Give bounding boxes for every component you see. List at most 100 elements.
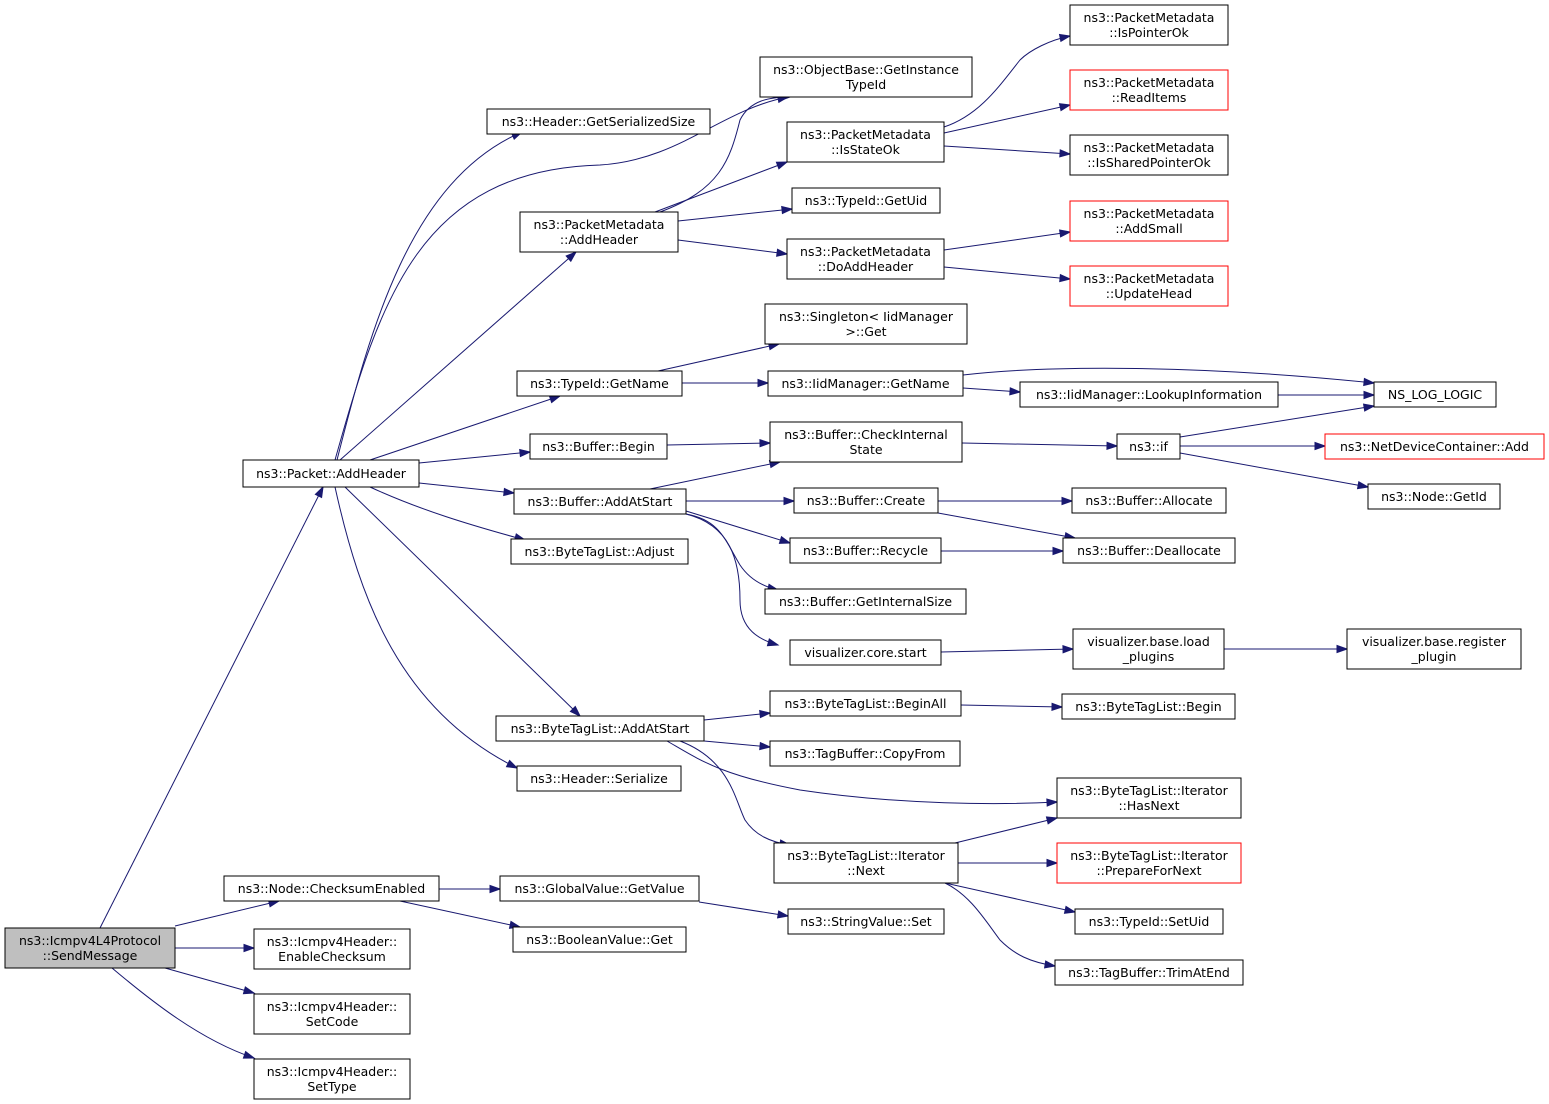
- node-pm_issharedpointerok[interactable]: ns3::PacketMetadata::IsSharedPointerOk: [1069, 134, 1229, 176]
- node-buffer_addatstart[interactable]: ns3::Buffer::AddAtStart: [513, 488, 687, 515]
- node-ns_log_logic[interactable]: NS_LOG_LOGIC: [1373, 381, 1497, 408]
- node-globalvalue_getvalue[interactable]: ns3::GlobalValue::GetValue: [499, 875, 700, 902]
- node-box: [510, 538, 689, 565]
- edge-buffer_begin-to-buffer_checkinternalstate: [666, 442, 771, 446]
- node-tagbuffer_trimatend[interactable]: ns3::TagBuffer::TrimAtEnd: [1054, 959, 1244, 986]
- node-box: [1074, 908, 1224, 935]
- node-pm_addheader[interactable]: ns3::PacketMetadata::AddHeader: [519, 211, 679, 253]
- arrowhead-pm_addheader-to-typeid_getuid: [781, 205, 794, 215]
- node-stringvalue_set[interactable]: ns3::StringValue::Set: [787, 908, 945, 935]
- node-label: ns3::Icmpv4Header::: [267, 1064, 398, 1079]
- node-singleton_get[interactable]: ns3::Singleton< IidManager>::Get: [764, 303, 968, 345]
- arrowhead-buffer_checkinternalstate-to-ns3_if: [1106, 441, 1119, 451]
- node-label: ns3::ByteTagList::Adjust: [525, 544, 675, 559]
- node-buffer_create[interactable]: ns3::Buffer::Create: [793, 487, 939, 514]
- node-box: [793, 487, 939, 514]
- edge-btl_iterator_next-to-btl_iterator_hasnext: [954, 817, 1058, 844]
- node-label: ns3::TypeId::SetUid: [1089, 914, 1210, 929]
- node-box: [786, 121, 945, 163]
- arrowhead-packet_addheader-to-buffer_begin: [519, 448, 532, 458]
- node-label: ns3::IidManager::LookupInformation: [1036, 387, 1262, 402]
- edge-pm_addheader-to-pm_isstateok: [654, 161, 788, 213]
- node-box: [1054, 959, 1244, 986]
- node-box: [769, 740, 961, 767]
- node-box: [1019, 381, 1279, 408]
- node-btl_begin[interactable]: ns3::ByteTagList::Begin: [1061, 693, 1236, 720]
- edge-checksumenabled-to-booleanvalue_get: [399, 900, 521, 928]
- node-label: ns3::PacketMetadata: [1084, 206, 1215, 221]
- node-box: [773, 842, 959, 884]
- edge-pm_isstateok-to-pm_readitems: [943, 104, 1071, 134]
- node-box: [767, 370, 964, 397]
- node-box: [1062, 537, 1236, 564]
- node-node_getid[interactable]: ns3::Node::GetId: [1367, 483, 1501, 510]
- node-netdevicecontainer_add[interactable]: ns3::NetDeviceContainer::Add: [1324, 433, 1545, 460]
- node-visualizer_core_start[interactable]: visualizer.core.start: [789, 639, 942, 666]
- node-pm_doaddheader[interactable]: ns3::PacketMetadata::DoAddHeader: [786, 238, 945, 280]
- node-buffer_begin[interactable]: ns3::Buffer::Begin: [529, 433, 668, 460]
- node-packet_addheader[interactable]: ns3::Packet::AddHeader: [242, 459, 420, 488]
- edge-ns3_if-to-node_getid: [1179, 452, 1369, 488]
- node-typeid_setuid[interactable]: ns3::TypeId::SetUid: [1074, 908, 1224, 935]
- node-btl_iterator_prepareformext[interactable]: ns3::ByteTagList::Iterator::PrepareForNe…: [1056, 842, 1242, 884]
- edge-sendmessage-to-setcode: [164, 967, 255, 994]
- node-label: ns3::Header::GetSerializedSize: [502, 114, 696, 129]
- node-box: [519, 211, 679, 253]
- node-iidmanager_lookupinformation[interactable]: ns3::IidManager::LookupInformation: [1019, 381, 1279, 408]
- node-visualizer_load_plugins[interactable]: visualizer.base.load_plugins: [1072, 628, 1225, 670]
- node-buffer_recycle[interactable]: ns3::Buffer::Recycle: [789, 537, 942, 564]
- node-label: ::IsSharedPointerOk: [1087, 155, 1211, 170]
- edge-sendmessage-to-checksumenabled: [174, 900, 280, 927]
- node-buffer_allocate[interactable]: ns3::Buffer::Allocate: [1071, 487, 1227, 514]
- node-ns3_if[interactable]: ns3::if: [1116, 433, 1181, 460]
- arrowhead-typeid_getname-to-iidmanager_getname: [757, 378, 770, 388]
- node-sendmessage[interactable]: ns3::Icmpv4L4Protocol::SendMessage: [4, 927, 176, 969]
- node-label: ns3::ByteTagList::Iterator: [1070, 848, 1228, 863]
- node-pm_isstateok[interactable]: ns3::PacketMetadata::IsStateOk: [786, 121, 945, 163]
- node-buffer_deallocate[interactable]: ns3::Buffer::Deallocate: [1062, 537, 1236, 564]
- node-label: ns3::IidManager::GetName: [781, 376, 949, 391]
- node-label: ns3::Buffer::AddAtStart: [528, 494, 673, 509]
- node-btl_beginall[interactable]: ns3::ByteTagList::BeginAll: [769, 690, 962, 717]
- node-btl_iterator_hasnext[interactable]: ns3::ByteTagList::Iterator::HasNext: [1056, 777, 1242, 819]
- arrowhead-pm_doaddheader-to-pm_addsmall: [1059, 229, 1072, 238]
- node-label: ns3::NetDeviceContainer::Add: [1340, 439, 1529, 454]
- edge-pm_doaddheader-to-pm_addsmall: [943, 231, 1071, 251]
- node-settype[interactable]: ns3::Icmpv4Header::SetType: [253, 1058, 411, 1100]
- node-visualizer_register_plugin[interactable]: visualizer.base.register_plugin: [1346, 628, 1522, 670]
- node-label: ::SendMessage: [43, 948, 138, 963]
- node-pm_readitems[interactable]: ns3::PacketMetadata::ReadItems: [1069, 69, 1229, 111]
- node-buffer_getinternalsize[interactable]: ns3::Buffer::GetInternalSize: [764, 588, 967, 615]
- node-typeid_getname[interactable]: ns3::TypeId::GetName: [516, 370, 683, 397]
- node-btl_adjust[interactable]: ns3::ByteTagList::Adjust: [510, 538, 689, 565]
- arrowhead-btl_addatstart-to-btl_beginall: [759, 709, 772, 719]
- edge-pm_isstateok-to-pm_ispointerok: [943, 35, 1071, 128]
- node-iidmanager_getname[interactable]: ns3::IidManager::GetName: [767, 370, 964, 397]
- node-pm_updatehead[interactable]: ns3::PacketMetadata::UpdateHead: [1069, 265, 1229, 307]
- arrowhead-btl_addatstart-to-tagbuffer_copyfrom: [759, 741, 772, 751]
- edge-packet_addheader-to-getinstancetypeid: [334, 96, 789, 461]
- node-btl_iterator_next[interactable]: ns3::ByteTagList::Iterator::Next: [773, 842, 959, 884]
- node-pm_addsmall[interactable]: ns3::PacketMetadata::AddSmall: [1069, 200, 1229, 242]
- node-label: ns3::Buffer::Deallocate: [1077, 543, 1221, 558]
- node-enablechecksum[interactable]: ns3::Icmpv4Header::EnableChecksum: [253, 928, 411, 970]
- node-typeid_getuid[interactable]: ns3::TypeId::GetUid: [791, 187, 941, 214]
- node-checksumenabled[interactable]: ns3::Node::ChecksumEnabled: [223, 875, 440, 902]
- node-setcode[interactable]: ns3::Icmpv4Header::SetCode: [253, 993, 411, 1035]
- node-btl_addatstart[interactable]: ns3::ByteTagList::AddAtStart: [495, 715, 705, 742]
- node-label: ::DoAddHeader: [818, 259, 914, 274]
- node-tagbuffer_copyfrom[interactable]: ns3::TagBuffer::CopyFrom: [769, 740, 961, 767]
- node-box: [1069, 134, 1229, 176]
- nodes: ns3::Icmpv4L4Protocol::SendMessage ns3::P…: [4, 4, 1545, 1100]
- node-box: [1071, 487, 1227, 514]
- node-label: ns3::Packet::AddHeader: [256, 466, 407, 481]
- node-label: ns3::Buffer::CheckInternal: [784, 427, 948, 442]
- node-booleanvalue_get[interactable]: ns3::BooleanValue::Get: [512, 926, 687, 953]
- node-header_getserializedsize[interactable]: ns3::Header::GetSerializedSize: [486, 108, 711, 135]
- node-header_serialize[interactable]: ns3::Header::Serialize: [516, 765, 682, 792]
- node-pm_ispointerok[interactable]: ns3::PacketMetadata::IsPointerOk: [1069, 4, 1229, 46]
- arrowhead-buffer_recycle-to-buffer_deallocate: [1052, 546, 1065, 556]
- node-box: [1324, 433, 1545, 460]
